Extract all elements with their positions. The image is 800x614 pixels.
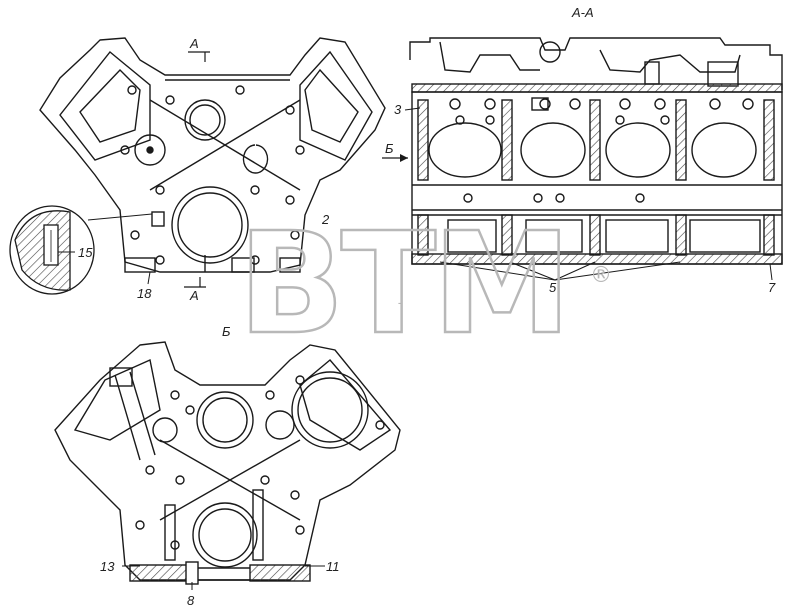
section-title: А-А bbox=[571, 5, 594, 20]
callout-5: 5 bbox=[549, 280, 557, 295]
view-below-label: Б bbox=[222, 324, 231, 339]
view-arrow-label: Б bbox=[385, 141, 394, 156]
watermark-registered: ® bbox=[590, 263, 612, 288]
callout-13: 13 bbox=[100, 559, 115, 574]
cut-mark-top: А bbox=[188, 36, 210, 62]
callout-18: 18 bbox=[137, 286, 152, 301]
leaders-5 bbox=[404, 107, 773, 281]
section-view-aa bbox=[409, 37, 783, 265]
detail-bubble-15 bbox=[9, 205, 153, 295]
callout-3: 3 bbox=[394, 102, 402, 117]
callout-7: 7 bbox=[768, 280, 776, 295]
stray-mark: - bbox=[398, 298, 401, 308]
watermark-text: BTM bbox=[238, 203, 568, 366]
callout-11: 11 bbox=[326, 559, 340, 574]
cut-mark-top-label: А bbox=[189, 36, 199, 51]
callout-15: 15 bbox=[78, 245, 93, 260]
leaders-bottom bbox=[122, 565, 325, 590]
watermark: BTM ® bbox=[237, 202, 612, 368]
cylinder-1 bbox=[428, 122, 502, 178]
cylinder-2 bbox=[520, 122, 586, 178]
front-view-top bbox=[39, 37, 386, 273]
rear-view-bottom bbox=[54, 341, 401, 585]
cut-mark-bottom-label: А bbox=[189, 288, 199, 303]
callout-8: 8 bbox=[187, 593, 195, 608]
cylinder-4 bbox=[691, 122, 757, 178]
callout-2: 2 bbox=[321, 212, 330, 227]
cylinder-3 bbox=[605, 122, 671, 178]
cut-mark-bottom: А bbox=[184, 277, 206, 303]
view-arrow: Б bbox=[382, 141, 408, 162]
